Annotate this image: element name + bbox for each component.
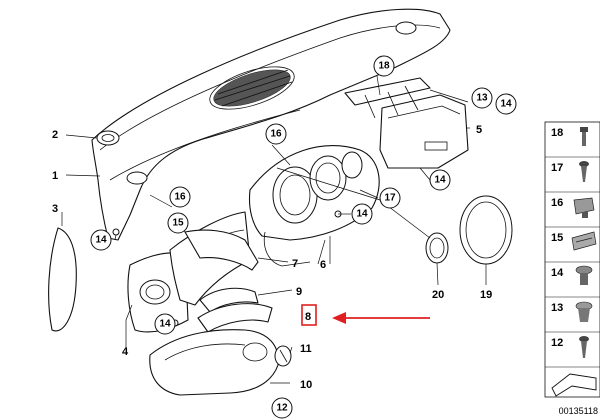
steering-column-trim [197,303,273,333]
part-number: 00135118 [559,406,598,416]
callout-8: 8 [305,311,311,323]
callout-14-e: 14 [159,319,171,330]
legend-label-16: 16 [551,197,563,209]
screw-icon [579,161,589,182]
plug-icon [575,301,593,322]
self-tapping-screw-icon [579,336,589,358]
clip-nut-icon [573,197,595,218]
lower-left-trim [127,252,189,333]
glovebox-bracket [344,77,431,119]
vent-outlet-left [96,130,120,146]
callout-14-c: 14 [356,209,368,220]
callout-14-d: 14 [434,175,446,186]
callout-11: 11 [300,343,312,355]
callout-9: 9 [296,286,302,298]
callout-14-a: 14 [500,99,512,110]
legend-label-14: 14 [551,267,564,279]
callout-2-visible: 2 [52,129,58,141]
plain-callouts: 20 19 [432,289,492,301]
callout-16-b: 16 [174,192,186,203]
callout-3: 3 [52,203,58,215]
circled-callouts: 18 13 14 16 16 15 14 17 14 14 14 12 [90,55,517,419]
callout-5: 5 [476,124,482,136]
callout-4: 4 [122,346,129,358]
lower-column-cover [149,329,279,396]
callout-6: 6 [320,259,326,271]
callout-labels: 1 1 3 4 5 6 7 8 9 10 11 [52,124,482,391]
callout-1: 1 [52,170,58,182]
callout-12: 12 [276,403,288,414]
callout-14-b: 14 [95,235,107,246]
bolt-icon [580,127,588,146]
legend-label-17: 17 [551,162,563,174]
callout-20: 20 [432,289,444,301]
callout-10: 10 [300,379,312,391]
glovebox [379,94,469,169]
fastener-legend: 18 17 16 15 14 13 12 [544,121,600,398]
highlight-box [301,304,317,326]
legend-label-13: 13 [551,302,563,314]
callout-17: 17 [384,193,396,204]
legend-label-18: 18 [551,127,563,139]
expanding-rivet-icon [575,265,593,285]
bracket-shape-icon [551,373,597,397]
side-trim-panel [48,227,77,332]
callout-18: 18 [378,61,390,72]
knee-trim [184,229,259,271]
dashboard-panel [91,8,451,241]
legend-label-12: 12 [551,337,563,349]
callout-13: 13 [476,93,488,104]
ignition-switch [274,345,292,367]
callout-15: 15 [172,218,184,229]
bezel-ring-large [459,195,513,265]
callout-19: 19 [480,289,492,301]
legend-label-15: 15 [551,232,563,244]
callout-7: 7 [292,258,298,270]
spring-clip-icon [571,231,597,251]
callout-16-a: 16 [270,129,282,140]
highlight-arrow [332,312,430,324]
